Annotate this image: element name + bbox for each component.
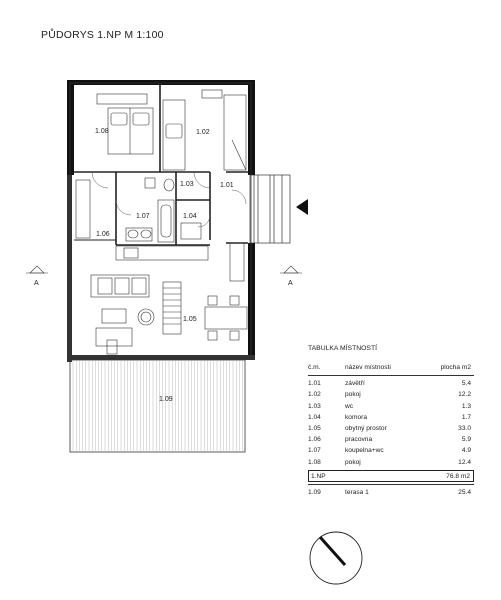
table-row: 1.01 závětří 5.4	[308, 378, 474, 389]
bed-108	[96, 93, 154, 155]
terrace-deck	[69, 359, 246, 453]
header-name: název místnosti	[345, 364, 391, 371]
table-cell-area: 1.3	[461, 402, 471, 410]
section-marker-left: A	[26, 265, 48, 287]
table-cell-name: závětří	[345, 380, 365, 388]
table-divider-bottom	[308, 483, 474, 485]
table-cell-num: 1.03	[308, 402, 321, 410]
outer-walls	[67, 80, 255, 362]
room-table-extra-row: 1.09 terasa 1 25.4	[308, 487, 474, 498]
header-area: plocha m2	[440, 364, 471, 371]
room-table: TABULKA MÍSTNOSTÍ č.m. název místnosti p…	[308, 345, 474, 498]
table-row: 1.07 koupelna+wc 4.9	[308, 445, 474, 456]
total-num: 1.NP	[311, 472, 326, 480]
door-swings	[91, 171, 247, 228]
table-cell-name: pracovna	[345, 436, 373, 444]
stairs	[162, 281, 182, 335]
desk-106	[75, 179, 91, 239]
table-cell-name: koupelna+wc	[345, 447, 384, 455]
room-label-101: 1.01	[220, 182, 234, 189]
table-row: 1.04 komora 1.7	[308, 412, 474, 423]
section-label-right: A	[288, 280, 293, 287]
extra-num: 1.09	[308, 488, 321, 496]
extra-name: terasa 1	[345, 488, 369, 496]
room-label-106: 1.06	[96, 231, 110, 238]
table-cell-num: 1.01	[308, 380, 321, 388]
table-row: 1.06 pracovna 5.9	[308, 434, 474, 445]
header-num: č.m.	[308, 364, 321, 371]
drawing-title: PŮDORYS 1.NP M 1:100	[41, 29, 164, 41]
room-table-title: TABULKA MÍSTNOSTÍ	[308, 345, 377, 352]
room-table-total: 1.NP 76.8 m2	[308, 469, 474, 482]
bathroom-fixtures	[125, 177, 202, 243]
table-cell-area: 12.2	[458, 391, 471, 399]
room-label-103: 1.03	[180, 181, 194, 188]
table-cell-num: 1.04	[308, 413, 321, 421]
total-area: 76.8 m2	[446, 472, 470, 480]
table-cell-name: wc	[345, 402, 354, 410]
kitchen-counter	[115, 242, 245, 282]
room-label-107: 1.07	[136, 213, 150, 220]
bed-102	[162, 89, 247, 171]
table-cell-name: pokoj	[345, 391, 361, 399]
table-cell-num: 1.06	[308, 436, 321, 444]
room-table-rows: 1.01 závětří 5.4 1.02 pokoj 12.2 1.03 wc 1.3 1.04…	[308, 378, 474, 468]
table-cell-area: 4.9	[461, 447, 471, 455]
interior-walls	[74, 85, 248, 246]
north-arrow-icon	[309, 531, 363, 585]
table-cell-name: obytný prostor	[345, 424, 387, 432]
extra-area: 25.4	[458, 488, 471, 496]
table-row: 1.08 pokoj 12.4	[308, 457, 474, 468]
table-cell-area: 5.9	[461, 436, 471, 444]
sofa	[90, 274, 150, 298]
table-row: 1.03 wc 1.3	[308, 401, 474, 412]
table-cell-area: 12.4	[458, 458, 471, 466]
table-cell-num: 1.05	[308, 424, 321, 432]
section-label-left: A	[34, 280, 39, 287]
entrance-arrow-icon	[296, 199, 308, 215]
table-cell-area: 1.7	[461, 413, 471, 421]
table-row: 1.02 pokoj 12.2	[308, 389, 474, 400]
table-cell-name: komora	[345, 413, 367, 421]
section-marker-right: A	[280, 265, 302, 287]
dining-table	[204, 295, 248, 341]
room-label-102: 1.02	[196, 129, 210, 136]
table-cell-area: 5.4	[461, 380, 471, 388]
table-cell-area: 33.0	[458, 424, 471, 432]
room-table-header: č.m. název místnosti plocha m2	[308, 362, 474, 373]
table-cell-num: 1.08	[308, 458, 321, 466]
table-row: 1.05 obytný prostor 33.0	[308, 423, 474, 434]
room-label-105: 1.05	[183, 316, 197, 323]
room-label-104: 1.04	[183, 213, 197, 220]
table-cell-num: 1.02	[308, 391, 321, 399]
entrance-porch	[249, 174, 291, 244]
room-label-108: 1.08	[95, 128, 109, 135]
table-cell-num: 1.07	[308, 447, 321, 455]
room-label-109: 1.09	[159, 396, 173, 403]
living-fixtures	[95, 308, 155, 355]
table-cell-name: pokoj	[345, 458, 361, 466]
table-divider	[308, 375, 474, 377]
